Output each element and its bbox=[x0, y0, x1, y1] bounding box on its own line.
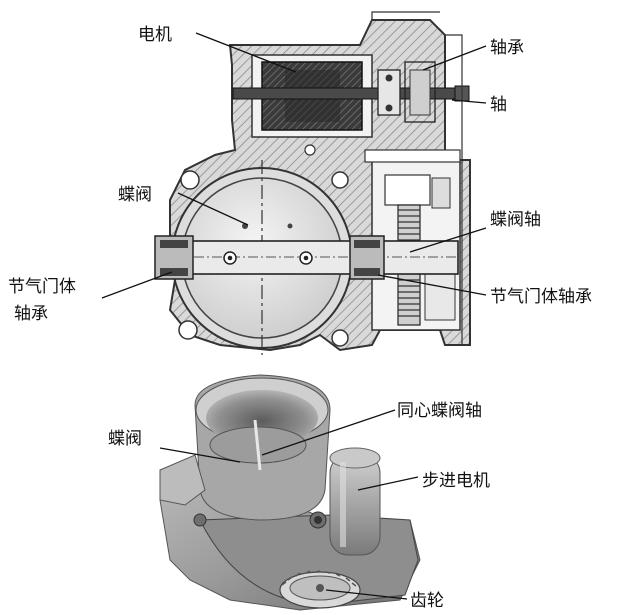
label-stepper-motor: 步进电机 bbox=[422, 471, 490, 491]
throttle-body-cross-section bbox=[154, 11, 471, 355]
label-throttle-body-bearing-left-1: 节气门体 bbox=[8, 277, 76, 297]
label-butterfly-valve-shaft: 蝶阀轴 bbox=[490, 210, 541, 230]
stepper-motor-body bbox=[329, 447, 381, 556]
leader-lines bbox=[101, 32, 487, 600]
label-concentric-valve-shaft: 同心蝶阀轴 bbox=[397, 401, 482, 421]
label-butterfly-valve-top: 蝶阀 bbox=[118, 185, 152, 205]
label-throttle-body-bearing-right: 节气门体轴承 bbox=[490, 287, 592, 307]
label-motor: 电机 bbox=[138, 25, 172, 45]
label-throttle-body-bearing-left-2: 轴承 bbox=[14, 304, 48, 324]
gear-photo bbox=[279, 570, 361, 609]
right-throttle-bearing bbox=[349, 235, 385, 280]
throttle-bore-cup bbox=[194, 374, 331, 521]
label-butterfly-valve-bottom: 蝶阀 bbox=[108, 429, 142, 449]
label-gear: 齿轮 bbox=[410, 591, 444, 611]
motor-bearing bbox=[377, 61, 436, 123]
throttle-body-photo bbox=[159, 374, 421, 611]
label-shaft: 轴 bbox=[490, 95, 507, 115]
labels: 电机 轴承 轴 蝶阀 蝶阀轴 节气门体 轴承 节气门体轴承 同心蝶阀轴 蝶阀 步… bbox=[8, 25, 592, 611]
label-bearing: 轴承 bbox=[490, 38, 524, 58]
left-throttle-bearing bbox=[154, 235, 194, 280]
